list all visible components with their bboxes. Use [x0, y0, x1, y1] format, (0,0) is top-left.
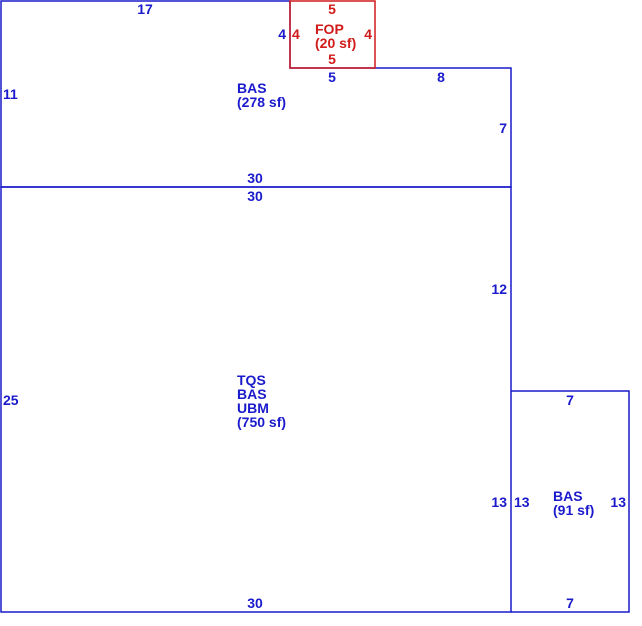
bas-top-dim-step: 5: [328, 69, 336, 85]
bas-top-section: 17 11 5 8 7 30 BAS (278 sf): [3, 1, 507, 186]
main-dim-left: 25: [3, 392, 19, 408]
bas-small-section: 7 13 13 7 BAS (91 sf): [514, 392, 626, 611]
main-dim-top: 30: [247, 188, 263, 204]
bas-top-dim-right-top: 8: [437, 69, 445, 85]
main-label-1: TQS: [237, 372, 266, 388]
fop-section: 5 5 4 4 4 FOP (20 sf): [278, 1, 372, 67]
main-area: (750 sf): [237, 414, 286, 430]
bas-small-area: (91 sf): [553, 502, 594, 518]
main-label-2: BAS: [237, 386, 267, 402]
bas-top-label: BAS: [237, 80, 267, 96]
bas-top-area: (278 sf): [237, 94, 286, 110]
bas-small-label: BAS: [553, 488, 583, 504]
fop-outline: [289, 0, 376, 69]
fop-dim-bottom: 5: [328, 51, 336, 67]
bas-small-dim-left: 13: [514, 494, 530, 510]
bas-small-dim-right: 13: [610, 494, 626, 510]
bas-small-outline: [511, 390, 630, 613]
fop-dim-right: 4: [364, 26, 372, 42]
main-dim-bottom: 30: [247, 595, 263, 611]
bas-top-dim-top: 17: [137, 1, 153, 17]
bas-top-dim-left: 11: [3, 86, 18, 102]
bas-small-dim-top: 7: [566, 392, 574, 408]
fop-label: FOP: [315, 21, 344, 37]
bas-small-dim-bottom: 7: [566, 595, 574, 611]
fop-area: (20 sf): [315, 35, 356, 51]
bas-top-dim-right: 7: [499, 120, 507, 136]
fop-dim-outer-left: 4: [278, 26, 286, 42]
main-section: 30 25 12 13 30 TQS BAS UBM (750 sf): [3, 188, 507, 611]
bas-top-dim-bottom: 30: [247, 170, 263, 186]
outlines: [0, 0, 630, 613]
main-label-3: UBM: [237, 400, 269, 416]
fop-dim-left: 4: [292, 26, 300, 42]
fop-dim-top: 5: [328, 1, 336, 17]
main-dim-right-lower: 13: [491, 494, 507, 510]
main-dim-right-upper: 12: [491, 281, 507, 297]
